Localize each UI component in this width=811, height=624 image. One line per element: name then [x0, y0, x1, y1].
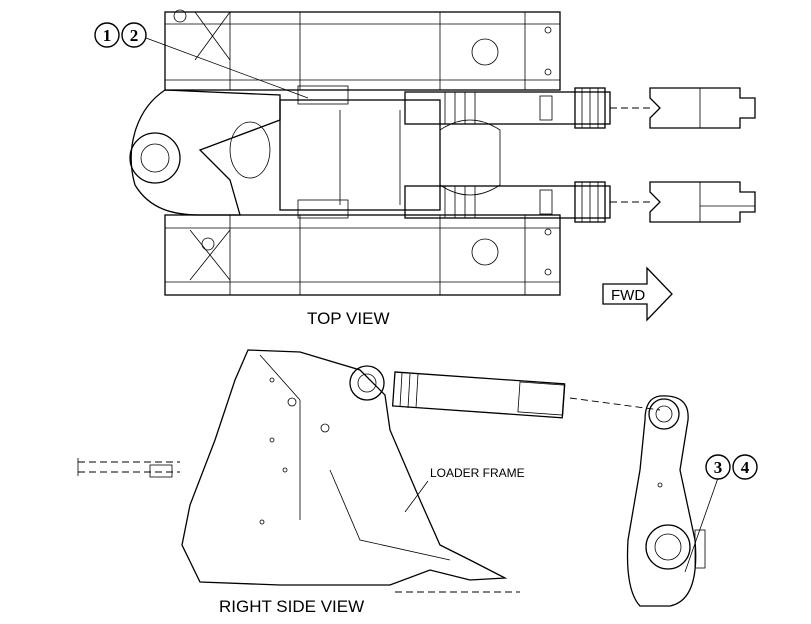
pivot-bore: [129, 132, 181, 184]
svg-text:1: 1: [103, 26, 112, 45]
loader-frame: [181, 349, 508, 586]
callout-1: 1: [94, 22, 120, 48]
callout-leader-3-4: [684, 477, 719, 573]
upper-clevis: [610, 87, 756, 129]
top-view-drawing: FWD TOP VIEW: [129, 9, 756, 328]
callout-2: 2: [121, 22, 147, 48]
upper-crank-bore: [648, 398, 680, 430]
fwd-arrow: [602, 266, 673, 322]
svg-text:2: 2: [130, 26, 139, 45]
bell-crank: [626, 395, 697, 607]
lower-lift-cylinder: [404, 185, 611, 219]
upper-lift-cylinder: [404, 91, 611, 125]
lift-pivot-bore: [349, 365, 385, 401]
right-side-view-label: RIGHT SIDE VIEW: [219, 597, 364, 616]
top-view-label: TOP VIEW: [307, 309, 390, 328]
lower-frame-rail: [164, 214, 561, 296]
lower-crank-bore: [645, 524, 691, 570]
upper-frame-rail: [164, 11, 561, 91]
loader-frame-leader: [404, 480, 429, 513]
fwd-label: FWD: [611, 287, 645, 304]
side-lift-cylinder: [391, 371, 566, 419]
callout-leader-1-2: [145, 37, 309, 99]
svg-text:3: 3: [714, 458, 723, 477]
center-crossmember: [279, 99, 441, 211]
callout-4: 4: [732, 454, 758, 480]
rear-pivot-plate: [130, 89, 281, 216]
callout-3: 3: [705, 454, 731, 480]
loader-frame-label: LOADER FRAME: [430, 466, 525, 480]
svg-text:4: 4: [741, 458, 750, 477]
lower-clevis: [610, 181, 756, 223]
right-side-view-drawing: LOADER FRAME RIGHT SIDE VIEW: [77, 349, 706, 616]
